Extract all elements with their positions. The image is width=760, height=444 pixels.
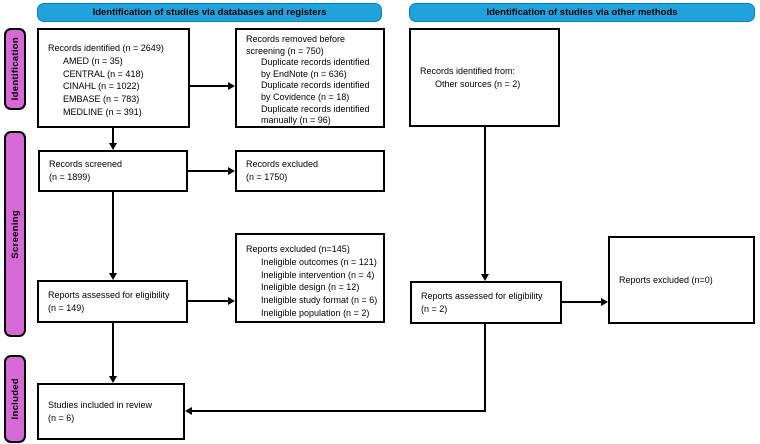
arrowhead-other-to-included	[185, 407, 192, 415]
studies-included-count: (n = 6)	[48, 412, 75, 423]
arrowhead-screened-to-excluded	[228, 167, 235, 175]
phase-identification-label: Identification	[9, 37, 21, 101]
arrow-other-to-included-segment	[192, 410, 486, 412]
arrow-assessed-to-included	[112, 323, 114, 377]
arrow-assessed-to-reports-excluded	[188, 300, 228, 302]
reports-excluded-item: Ineligible outcomes (n = 121)	[261, 256, 377, 267]
records-identified-title: Records identified (n = 2649)	[48, 43, 164, 53]
phase-included: Included	[4, 355, 26, 443]
records-removed-item: Duplicate records identified manually (n…	[261, 103, 370, 126]
box-records-identified: Records identified (n = 2649) AMED (n = …	[37, 28, 190, 128]
arrowhead-identified-to-removed	[228, 82, 235, 90]
records-identified-item: MEDLINE (n = 391)	[63, 106, 142, 117]
records-other-sources-label: Records identified from:	[420, 65, 516, 76]
box-records-other-sources: Records identified from: Other sources (…	[409, 28, 560, 127]
phase-included-label: Included	[9, 378, 21, 420]
reports-excluded-item: Ineligible intervention (n = 4)	[261, 269, 375, 280]
box-reports-excluded-databases: Reports excluded (n=145) Ineligible outc…	[235, 233, 385, 323]
records-removed-item: Duplicate records identified by Covidenc…	[261, 80, 370, 102]
arrow-other-assessed-down-segment	[484, 324, 486, 411]
reports-excluded-other-title: Reports excluded (n=0)	[619, 274, 713, 285]
records-screened-count: (n = 1899)	[49, 172, 91, 182]
arrowhead-assessed-to-included	[109, 376, 117, 383]
arrow-screened-to-assessed	[112, 192, 114, 274]
records-other-sources-count: Other sources (n = 2)	[435, 78, 521, 89]
box-records-screened: Records screened (n = 1899)	[38, 150, 188, 192]
records-identified-item: EMBASE (n = 783)	[63, 94, 140, 105]
reports-excluded-item: Ineligible study format (n = 6)	[261, 295, 378, 306]
arrowhead-screened-to-assessed	[109, 273, 117, 280]
header-other-methods: Identification of studies via other meth…	[409, 3, 755, 22]
arrow-other-assessed-to-excluded	[562, 301, 601, 303]
arrow-identified-to-screened	[112, 128, 114, 144]
reports-excluded-databases-title: Reports excluded (n=145)	[246, 244, 350, 254]
reports-assessed-databases-count: (n = 149)	[48, 302, 85, 313]
phase-screening-label: Screening	[9, 209, 21, 259]
records-excluded-count: (n = 1750)	[246, 172, 288, 182]
box-records-excluded: Records excluded (n = 1750)	[235, 150, 385, 192]
arrow-identified-to-removed	[190, 85, 229, 87]
reports-excluded-item: Ineligible design (n = 12)	[261, 282, 360, 293]
box-studies-included: Studies included in review (n = 6)	[37, 383, 185, 440]
phase-screening: Screening	[4, 131, 26, 337]
records-removed-item: Duplicate records identified by EndNote …	[261, 57, 370, 79]
header-databases-registers: Identification of studies via databases …	[37, 3, 382, 22]
arrowhead-assessed-to-reports-excluded	[228, 297, 235, 305]
reports-assessed-databases-label: Reports assessed for eligibility	[48, 289, 170, 300]
records-identified-item: AMED (n = 35)	[63, 55, 123, 66]
phase-identification: Identification	[4, 28, 26, 110]
reports-assessed-other-count: (n = 2)	[421, 303, 448, 314]
records-excluded-label: Records excluded	[246, 159, 319, 170]
studies-included-label: Studies included in review	[48, 399, 153, 410]
records-screened-label: Records screened	[49, 159, 123, 170]
arrowhead-other-assessed-to-excluded	[601, 298, 608, 306]
box-reports-assessed-other: Reports assessed for eligibility (n = 2)	[410, 281, 562, 324]
records-removed-title: Records removed before screening (n = 75…	[246, 34, 346, 56]
reports-excluded-item: Ineligible population (n = 2)	[261, 307, 370, 318]
arrowhead-other-identified-to-assessed	[481, 274, 489, 281]
box-reports-assessed-databases: Reports assessed for eligibility (n = 14…	[37, 280, 188, 323]
box-reports-excluded-other: Reports excluded (n=0)	[608, 236, 755, 324]
records-identified-item: CENTRAL (n = 418)	[63, 68, 144, 79]
reports-assessed-other-label: Reports assessed for eligibility	[421, 290, 543, 301]
arrowhead-identified-to-screened	[109, 143, 117, 150]
arrow-other-identified-to-assessed	[484, 127, 486, 275]
box-records-removed: Records removed before screening (n = 75…	[235, 28, 385, 128]
records-identified-item: CINAHL (n = 1022)	[63, 81, 140, 92]
arrow-screened-to-excluded	[188, 170, 228, 172]
